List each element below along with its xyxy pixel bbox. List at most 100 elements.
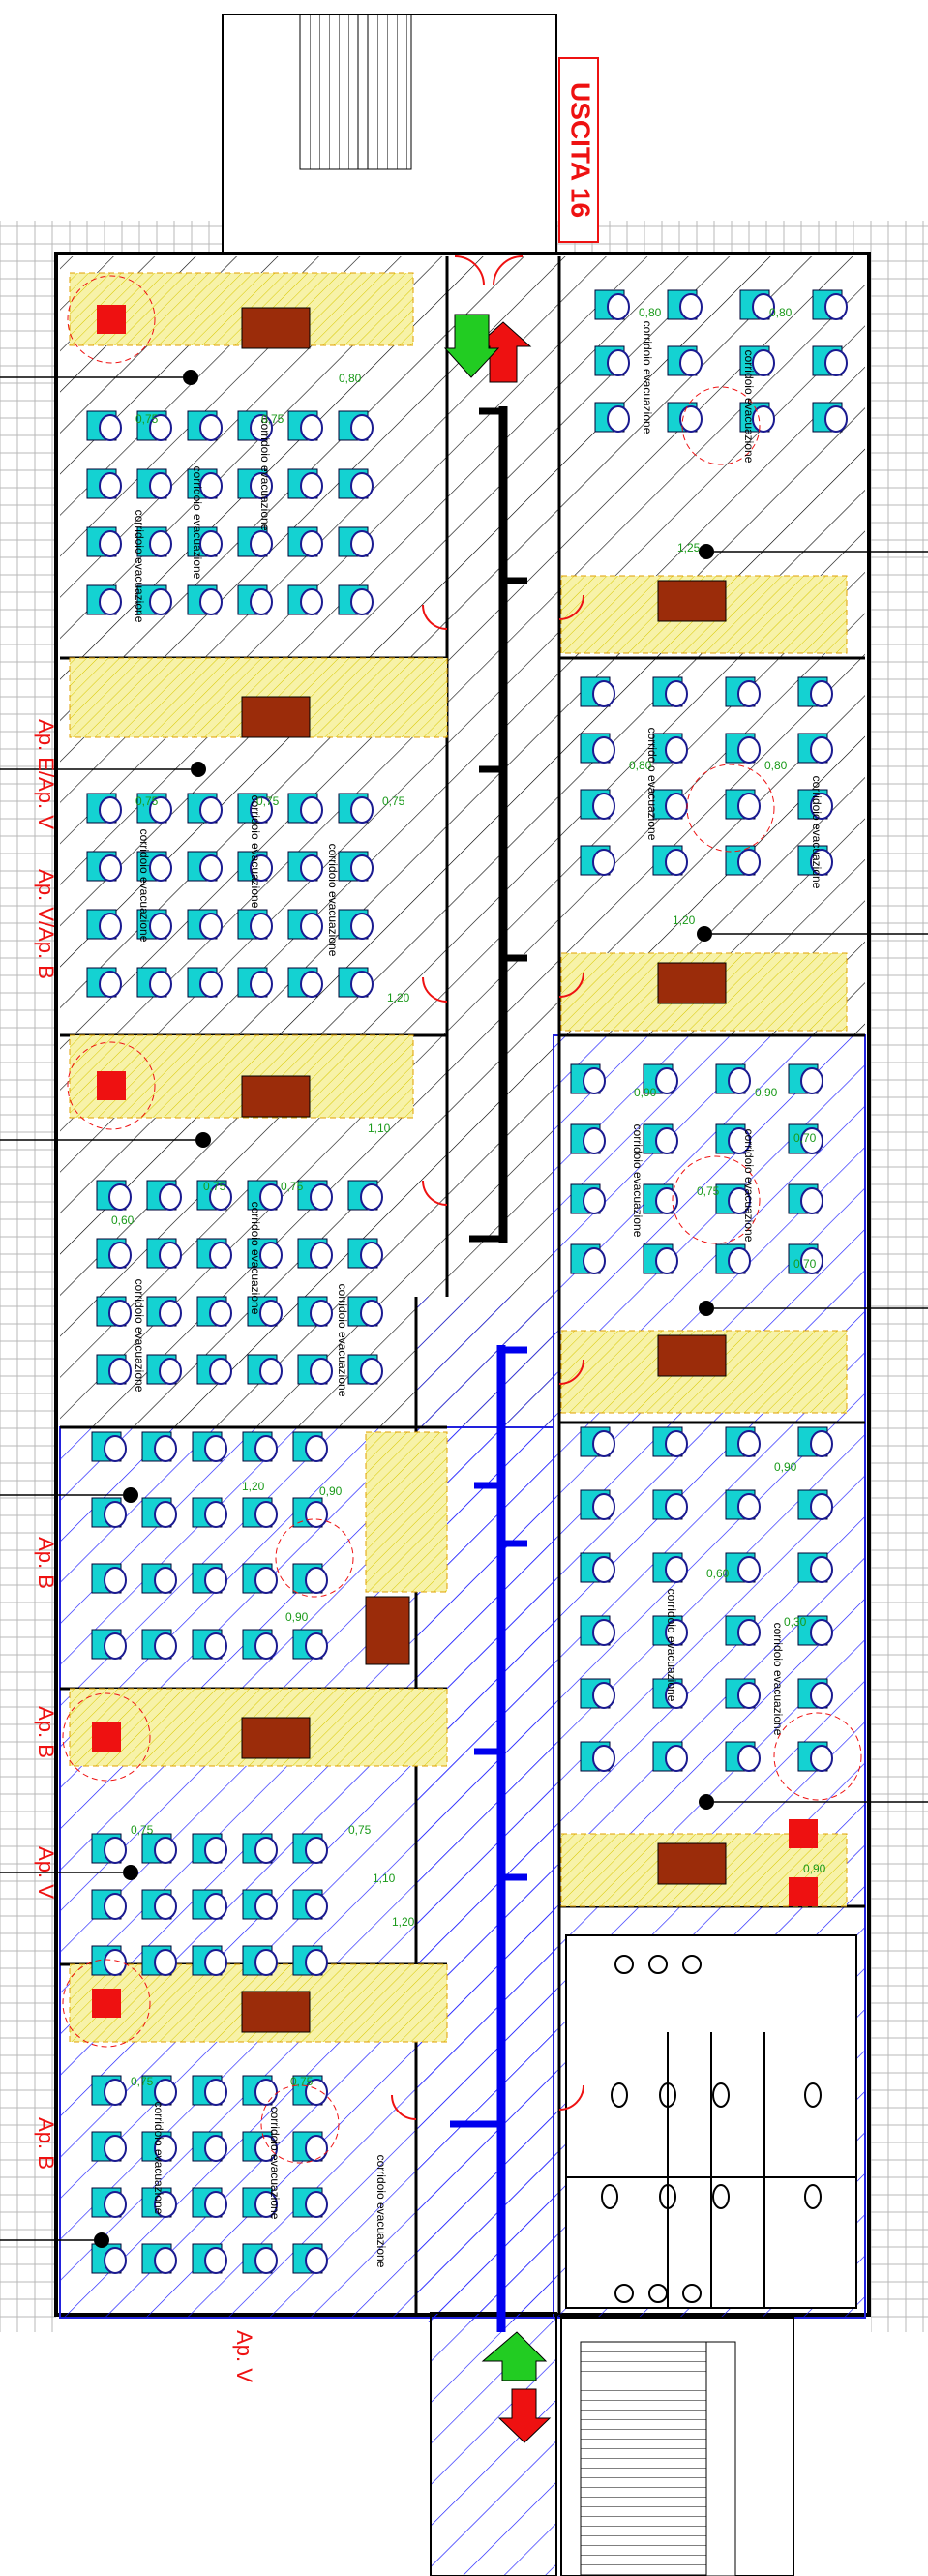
fire-extinguisher-icon <box>789 1877 818 1906</box>
student-desk-icon <box>141 1889 177 1920</box>
student-desk-icon <box>247 1296 283 1327</box>
student-desk-icon <box>192 2187 227 2218</box>
student-desk-icon <box>338 851 374 882</box>
student-desk-icon <box>237 967 273 998</box>
student-desk-icon <box>136 526 172 557</box>
student-desk-icon <box>141 1563 177 1594</box>
student-desk-icon <box>146 1180 182 1211</box>
dimension-label: 0,60 <box>111 1213 135 1227</box>
student-desk-icon <box>788 1183 823 1214</box>
dimension-label: 0,75 <box>261 412 284 426</box>
fire-points <box>62 275 862 2164</box>
dimension-label: 0,75 <box>382 794 405 808</box>
student-desk-icon <box>338 793 374 824</box>
dimension-label: 0,70 <box>793 1257 817 1271</box>
student-desk-icon <box>96 1296 132 1327</box>
student-desk-icon <box>667 402 703 433</box>
student-desk-icon <box>287 526 323 557</box>
dimension-label: 0,75 <box>348 1823 372 1837</box>
student-desk-icon <box>580 1489 615 1520</box>
position-markers <box>94 370 714 2248</box>
dimension-label: 0,75 <box>131 2075 154 2088</box>
dimension-label: 0,90 <box>774 1460 797 1474</box>
toilet-icon <box>712 2184 730 2209</box>
student-desk-icon <box>347 1238 383 1269</box>
dimension-label: 0,75 <box>281 1180 304 1193</box>
student-desk-icon <box>292 1497 328 1528</box>
fire-extinguisher-icon <box>97 1071 126 1100</box>
student-desk-icon <box>725 733 761 764</box>
student-desk-icon <box>141 1431 177 1462</box>
dimension-label: 0,60 <box>706 1567 730 1580</box>
room-label: Ap. B <box>34 1537 58 1589</box>
student-desk-icon <box>797 1489 833 1520</box>
student-desk-icon <box>788 1243 823 1274</box>
student-desk-icon <box>725 676 761 707</box>
student-desk-icon <box>136 967 172 998</box>
student-desk-icon <box>91 1563 127 1594</box>
student-desk-icon <box>242 1563 278 1594</box>
student-desk-icon <box>292 2131 328 2162</box>
student-desk-icon <box>187 793 223 824</box>
student-desk-icon <box>146 1296 182 1327</box>
student-desk-icon <box>287 793 323 824</box>
toilet-icon <box>601 2184 618 2209</box>
dimension-label: 0,75 <box>135 794 159 808</box>
student-desk-icon <box>797 733 833 764</box>
student-desk-icon <box>580 676 615 707</box>
student-desk-icon <box>292 2243 328 2274</box>
dimension-label: 0,30 <box>784 1615 807 1629</box>
student-desk-icon <box>292 1945 328 1976</box>
student-desk-icon <box>237 526 273 557</box>
top-stairwell <box>222 14 557 257</box>
student-desk-icon <box>136 410 172 441</box>
student-desk-icon <box>594 402 630 433</box>
student-desk-icon <box>91 1497 127 1528</box>
student-desk-icon <box>187 967 223 998</box>
student-desk-icon <box>242 2187 278 2218</box>
student-desk-icon <box>242 1945 278 1976</box>
student-desk-icon <box>652 676 688 707</box>
student-desk-icon <box>86 584 122 615</box>
fire-extinguisher-icon <box>97 305 126 334</box>
student-desk-icon <box>652 733 688 764</box>
student-desk-icon <box>141 2243 177 2274</box>
teacher-desk-icon <box>657 580 727 622</box>
dimension-label: 1,20 <box>242 1480 265 1493</box>
student-desk-icon <box>297 1354 333 1385</box>
student-desk-icon <box>242 2131 278 2162</box>
room-label: Ap. B <box>34 1706 58 1758</box>
student-desk-icon <box>297 1296 333 1327</box>
student-desk-icon <box>725 1741 761 1772</box>
corridor-label: corridoio evacuazione <box>326 844 340 957</box>
student-desk-icon <box>580 1615 615 1646</box>
room-labels: Ap. E/Ap. V Ap. V/Ap. B Ap. B Ap. B Ap. … <box>34 719 256 2382</box>
leader-lines <box>0 376 928 2241</box>
corridor-label: corridoio evacuazione <box>249 795 262 909</box>
student-desk-icon <box>292 1889 328 1920</box>
student-desk-icon <box>580 1552 615 1583</box>
teacher-desk-icon <box>241 696 311 738</box>
restroom-block <box>565 1934 857 2309</box>
student-desk-icon <box>812 345 848 376</box>
student-desk-icon <box>91 1833 127 1864</box>
student-desk-icon <box>242 1497 278 1528</box>
toilet-icon <box>712 2082 730 2108</box>
student-desk-icon <box>242 1629 278 1660</box>
corridor-label: corridoio evacuazione <box>133 1279 146 1393</box>
student-desk-icon <box>247 1180 283 1211</box>
corridor-label: corridoio evacuazione <box>631 1124 644 1238</box>
student-desk-icon <box>136 584 172 615</box>
student-desk-icon <box>86 526 122 557</box>
fire-extinguisher-icon <box>789 1819 818 1848</box>
student-desk-icon <box>643 1063 678 1094</box>
student-desk-icon <box>652 1552 688 1583</box>
room-label: Ap. B <box>34 2117 58 2170</box>
student-desk-icon <box>141 2187 177 2218</box>
student-desk-icon <box>91 2075 127 2106</box>
student-desk-icon <box>338 967 374 998</box>
teacher-desk-icon <box>657 962 727 1004</box>
student-desk-icon <box>287 468 323 499</box>
teacher-desk-icon <box>657 1842 727 1885</box>
emergency-exit-sign-icon <box>481 2331 548 2381</box>
